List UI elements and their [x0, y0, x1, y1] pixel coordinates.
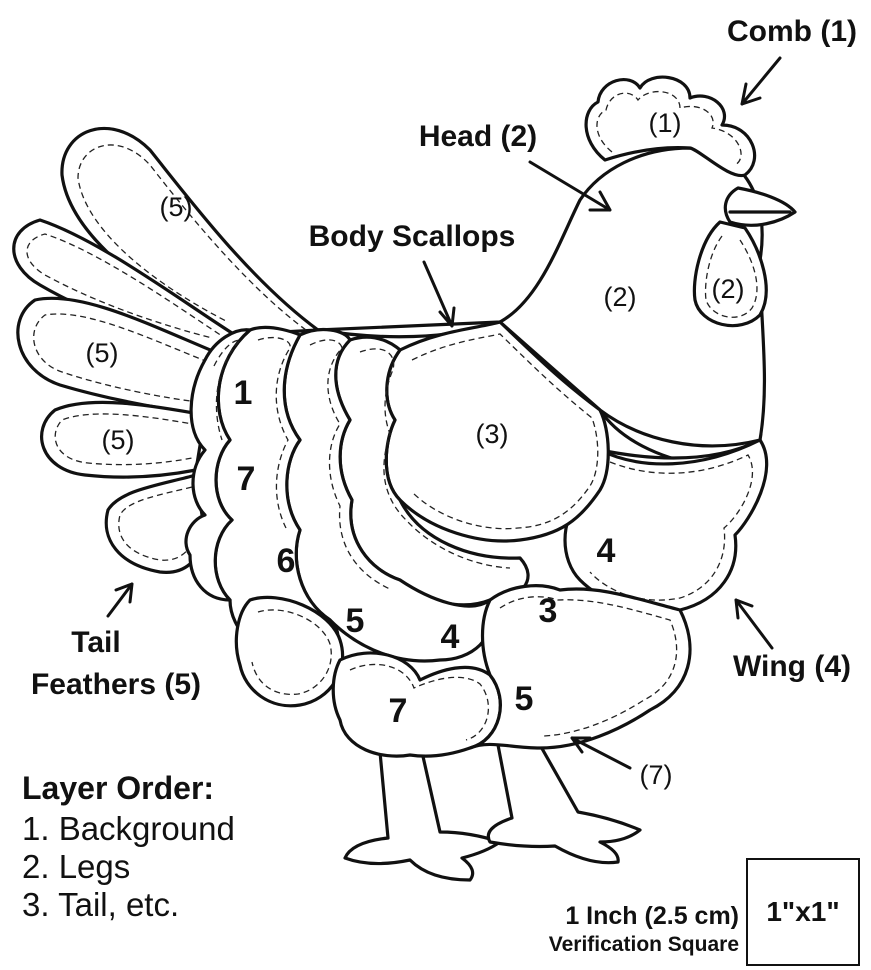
tail-low-piece-label: (5)	[102, 425, 135, 455]
tail-callout-line2: Feathers (5)	[31, 668, 201, 701]
layer-order-title: Layer Order:	[22, 770, 214, 807]
verification-square-label: 1"x1"	[766, 896, 839, 928]
layer-order-item: 2. Legs	[22, 848, 130, 886]
scallops-arrow	[424, 262, 454, 326]
legs	[345, 745, 640, 880]
verification-caption: Verification Square	[549, 933, 739, 957]
layer-order-item: 1. Background	[22, 810, 235, 848]
bottom-arrow	[572, 738, 630, 768]
layer-number: 3	[539, 592, 558, 630]
layer-number: 4	[441, 618, 460, 656]
layer-order-item: 3. Tail, etc.	[22, 886, 179, 924]
layer-number: 7	[389, 692, 408, 730]
layer-number: 5	[515, 680, 534, 718]
layer-number: 7	[237, 460, 256, 498]
comb-piece-label: (1)	[649, 108, 682, 138]
body-scallops-callout: Body Scallops	[309, 220, 516, 253]
tail-mid-piece-label: (5)	[86, 338, 119, 368]
wing-callout: Wing (4)	[733, 650, 851, 683]
head-piece-label: (2)	[604, 282, 637, 312]
wing-arrow	[736, 600, 772, 648]
tail-top-piece-label: (5)	[160, 192, 193, 222]
comb-arrow	[742, 58, 780, 104]
breast-piece-label: (3)	[476, 419, 509, 449]
comb-callout: Comb (1)	[727, 15, 857, 48]
layer-number: 5	[346, 602, 365, 640]
layer-number: 6	[277, 542, 296, 580]
layer-number: 4	[597, 532, 616, 570]
verification-square: 1"x1"	[746, 858, 860, 966]
beak	[725, 188, 795, 225]
tail-arrow	[108, 584, 132, 616]
head-callout: Head (2)	[419, 120, 537, 153]
bottom-piece-label: (7)	[640, 760, 673, 790]
verification-size-label: 1 Inch (2.5 cm)	[565, 902, 739, 931]
tail-callout-line1: Tail	[71, 626, 120, 659]
layer-number: 1	[234, 374, 253, 412]
wattle-piece-label: (2)	[712, 274, 745, 304]
